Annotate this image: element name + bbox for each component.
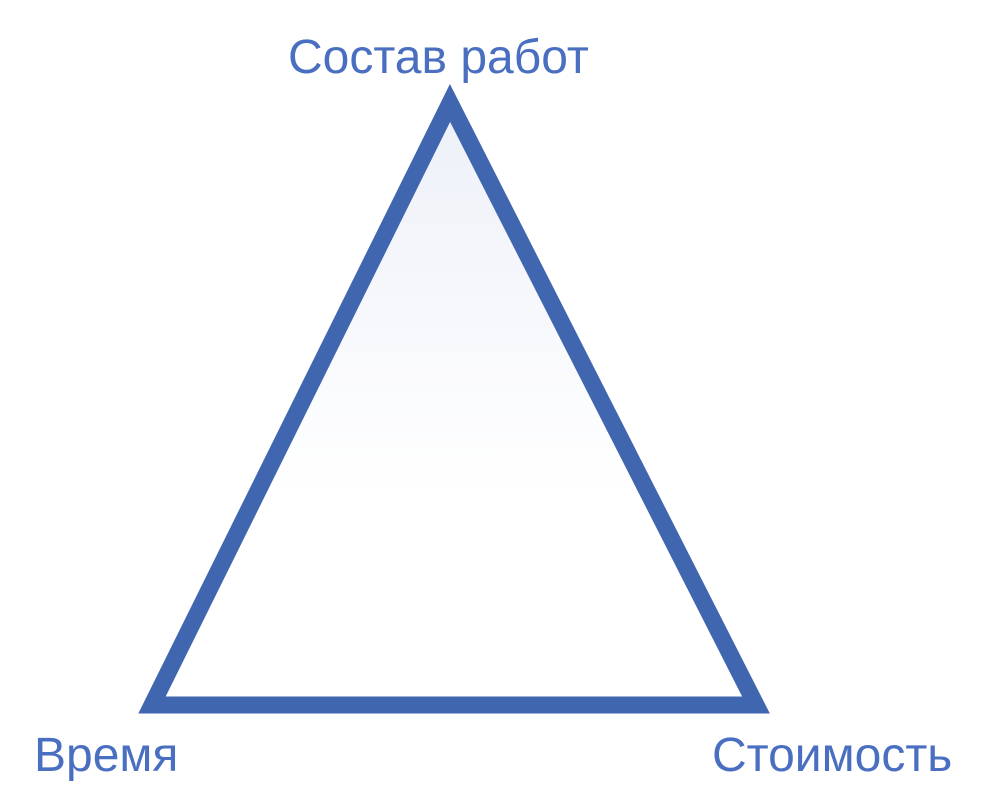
cost-label: Стоимость bbox=[712, 729, 953, 782]
scope-label: Состав работ bbox=[288, 31, 589, 84]
time-label: Время bbox=[34, 729, 179, 782]
constraint-triangle bbox=[138, 84, 770, 714]
